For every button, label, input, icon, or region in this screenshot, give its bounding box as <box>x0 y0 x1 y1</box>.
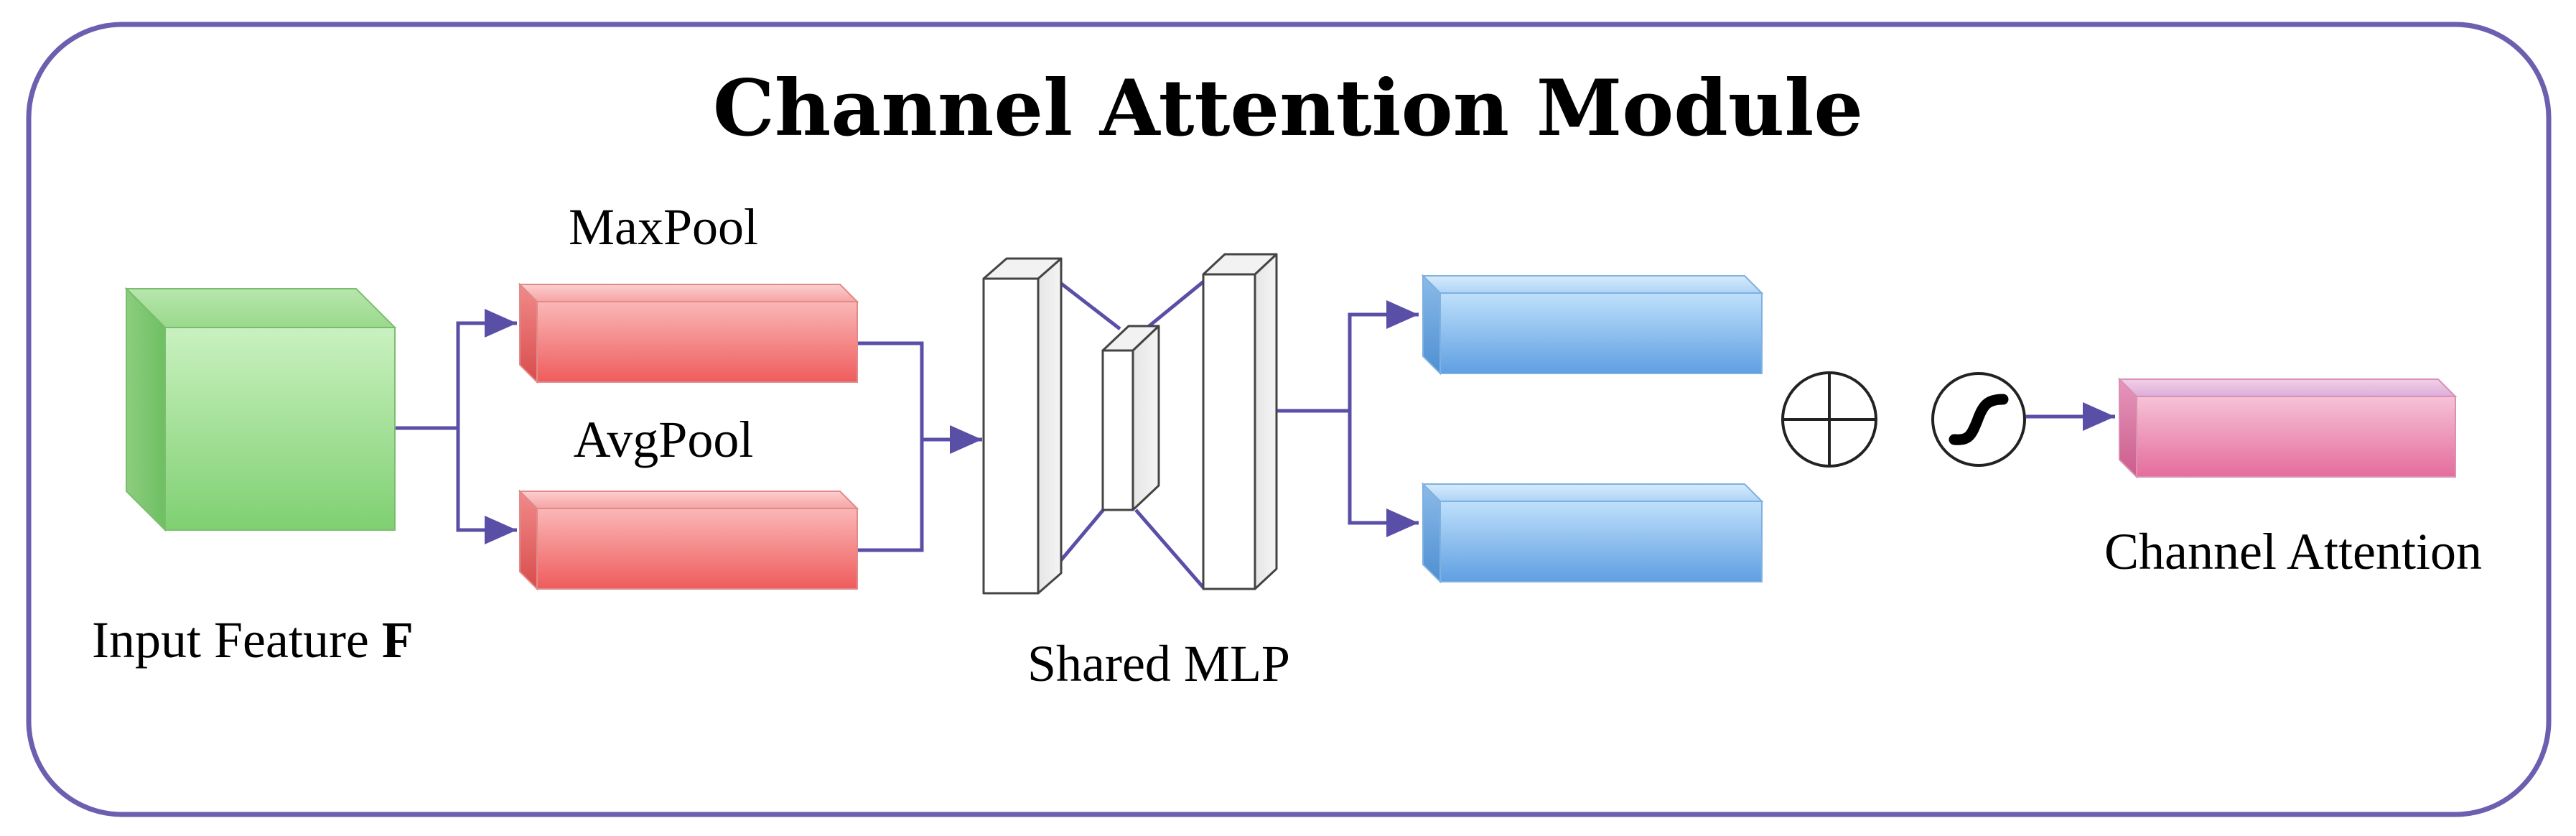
circle-plus-icon <box>1781 371 1877 468</box>
channel-attention-label: Channel Attention <box>2104 523 2482 580</box>
connector-maxpool-merge <box>854 341 924 440</box>
shared-mlp <box>982 253 1278 595</box>
mlp-layer-output-front <box>1202 273 1256 590</box>
connector-to-mlp-out-1 <box>1348 300 1419 411</box>
input-feature-label: Input Feature F <box>92 611 414 669</box>
cube-side-face <box>126 287 166 532</box>
mlp-output-1-side-face <box>1422 274 1441 376</box>
module-frame <box>26 22 2552 817</box>
diagram-title: Channel Attention Module <box>713 63 1863 154</box>
channel-attention-front-face <box>2136 396 2456 478</box>
connector-to-avgpool <box>456 428 517 544</box>
mlp-link-bottom-right <box>1134 508 1205 589</box>
mlp-layer-input <box>982 257 1063 595</box>
avgpool-side-face <box>519 489 538 591</box>
maxpool-side-face <box>519 282 538 384</box>
mlp-output-1-front-face <box>1439 292 1763 374</box>
mlp-output-2-front-face <box>1439 501 1763 582</box>
mlp-layer-hidden-side <box>1131 325 1160 511</box>
mlp-output-2-top-face <box>1421 483 1764 502</box>
avgpool-top-face <box>518 491 859 509</box>
channel-attention-top-face <box>2117 378 2458 397</box>
connector-to-maxpool <box>456 309 517 428</box>
mlp-output-2-side-face <box>1422 482 1441 584</box>
avgpool-bar <box>518 489 859 591</box>
shared-mlp-label: Shared MLP <box>1027 635 1290 692</box>
avgpool-front-face <box>536 508 858 590</box>
avgpool-label: AvgPool <box>574 411 754 468</box>
cube-top-face <box>124 288 397 328</box>
mlp-layer-output-side <box>1254 253 1278 590</box>
connector-avgpool-merge <box>854 440 924 552</box>
channel-attention-side-face <box>2119 377 2137 479</box>
maxpool-top-face <box>518 284 859 302</box>
mlp-layer-input-side <box>1037 257 1063 595</box>
mlp-layer-input-front <box>982 277 1040 595</box>
maxpool-label: MaxPool <box>569 198 758 256</box>
mlp-layer-hidden <box>1101 325 1160 511</box>
mlp-output-1-top-face <box>1421 275 1764 294</box>
input-feature-cube <box>124 287 397 532</box>
mlp-layer-output <box>1202 253 1278 590</box>
sigmoid-icon <box>1931 372 2026 467</box>
mlp-output-bar-2 <box>1421 482 1764 584</box>
channel-attention-bar <box>2117 377 2458 479</box>
connector-to-mlp-out-2 <box>1348 411 1419 537</box>
maxpool-front-face <box>536 301 858 383</box>
mlp-output-bar-1 <box>1421 274 1764 376</box>
cube-front-face <box>164 327 396 531</box>
mlp-layer-hidden-front <box>1101 349 1134 511</box>
maxpool-bar <box>518 282 859 384</box>
